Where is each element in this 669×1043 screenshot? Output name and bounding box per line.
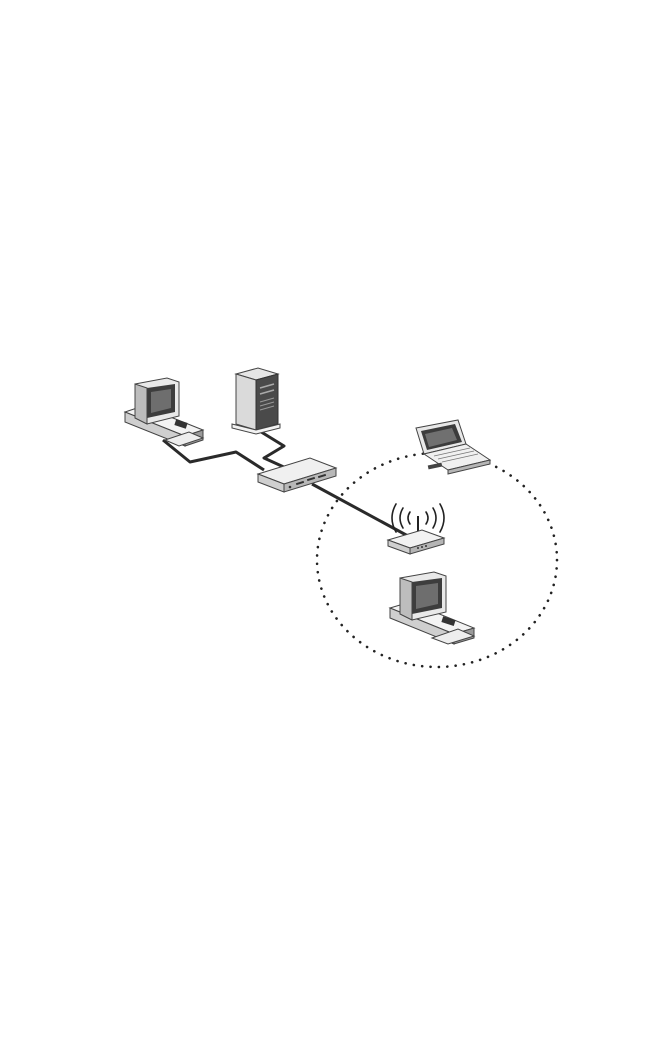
cable-server-to-switch [258, 430, 286, 468]
desktop-computer-icon [390, 572, 474, 644]
tower-server-icon [232, 368, 280, 434]
network-switch-icon [258, 458, 336, 492]
laptop-icon [416, 420, 490, 474]
desktop-computer-icon [125, 378, 203, 446]
